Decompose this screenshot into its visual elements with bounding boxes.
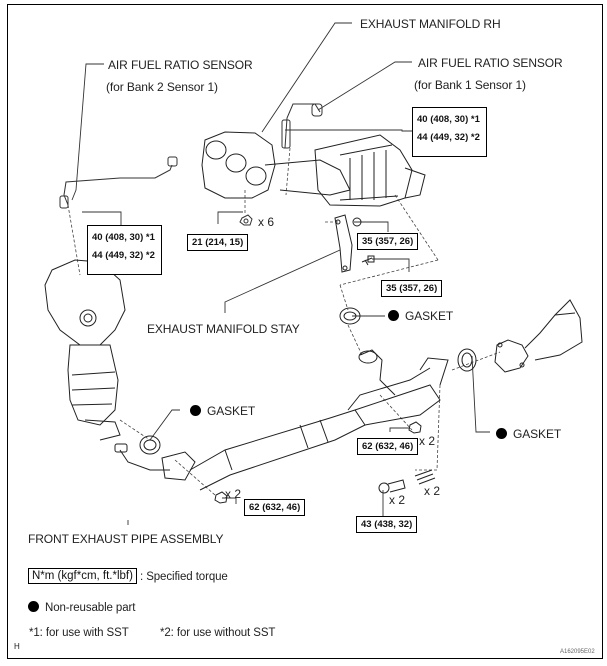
leader-gasket-right	[471, 355, 490, 433]
leader-bank1-sensor	[317, 61, 412, 111]
torque-box-pipe-nut-left: 62 (632, 46)	[244, 499, 306, 516]
torque-box-manifold-nut: 21 (214, 15)	[187, 234, 249, 251]
tail-pipe-shape	[494, 299, 583, 373]
label-exhaust-manifold-stay: EXHAUST MANIFOLD STAY	[147, 322, 300, 336]
label-af-sensor-bank1-sub: (for Bank 1 Sensor 1)	[414, 78, 526, 92]
gasket-left-shape	[139, 435, 161, 455]
corner-mark: H	[14, 642, 20, 651]
torque-box-stay-upper: 35 (357, 26)	[357, 233, 419, 250]
legend-non-reusable: Non-reusable part	[28, 601, 135, 614]
leader-bank2-torque	[82, 211, 122, 225]
label-af-sensor-bank2: AIR FUEL RATIO SENSOR	[108, 58, 253, 72]
torque-box-pipe-nut-right: 62 (632, 46)	[357, 438, 419, 455]
non-reusable-dot-icon	[388, 310, 399, 321]
leader-pipe-nut-right	[389, 427, 410, 432]
gasket-upper-text: GASKET	[405, 309, 454, 323]
label-gasket-upper: GASKET	[388, 309, 453, 323]
torque-value-no-sst: 44 (449, 32) *2	[417, 132, 480, 143]
torque-value-sst: 40 (408, 30) *1	[92, 232, 155, 243]
leader-lines	[71, 22, 490, 525]
af-sensor-bank1	[281, 103, 323, 149]
leader-manifold-rh	[261, 22, 352, 133]
label-front-exhaust-pipe: FRONT EXHAUST PIPE ASSEMBLY	[28, 532, 224, 546]
leader-manifold-nut	[217, 211, 243, 224]
gasket-left-text: GASKET	[207, 404, 256, 418]
qty-pipe-nut-left: x 2	[225, 487, 242, 501]
torque-box-bank2-sensor: 40 (408, 30) *1 44 (449, 32) *2	[87, 225, 162, 275]
qty-manifold-nut: x 6	[258, 215, 275, 229]
leader-gasket-left	[149, 409, 180, 441]
legend-torque-unit-box: N*m (kgf*cm, ft.*lbf)	[28, 568, 137, 584]
gasket-upper-shape	[339, 307, 361, 325]
gasket-right-text: GASKET	[513, 427, 562, 441]
leader-bank1-torque	[285, 129, 412, 132]
qty-spring: x 2	[424, 484, 441, 498]
label-gasket-right: GASKET	[496, 427, 561, 441]
label-gasket-left: GASKET	[190, 404, 255, 418]
torque-box-pipe-bolt: 43 (438, 32)	[356, 516, 418, 533]
gasket-right-shape	[457, 348, 477, 372]
manifold-nut	[239, 214, 253, 226]
label-af-sensor-bank2-sub: (for Bank 2 Sensor 1)	[106, 80, 218, 94]
figure-id: A162095E02	[560, 649, 595, 655]
exhaust-manifold-lh	[44, 259, 126, 441]
non-reusable-dot-icon	[496, 428, 507, 439]
torque-value-no-sst: 44 (449, 32) *2	[92, 250, 155, 261]
qty-pipe-nut-right: x 2	[419, 434, 436, 448]
leader-bank2-sensor	[71, 63, 104, 201]
label-af-sensor-bank1: AIR FUEL RATIO SENSOR	[418, 56, 563, 70]
torque-value-sst: 40 (408, 30) *1	[417, 114, 480, 125]
exhaust-manifold-rh	[201, 131, 351, 199]
diagram-frame	[7, 4, 603, 659]
leader-stay	[224, 249, 341, 313]
leader-stay-lower	[372, 258, 410, 272]
qty-bolt: x 2	[389, 493, 406, 507]
torque-box-stay-lower: 35 (357, 26)	[381, 280, 443, 297]
torque-box-bank1-sensor: 40 (408, 30) *1 44 (449, 32) *2	[412, 107, 487, 157]
catalytic-converter-rh	[314, 134, 426, 207]
leader-stay-upper	[354, 221, 389, 232]
pipe-fasteners	[214, 421, 436, 504]
front-exhaust-pipe-shape	[114, 349, 449, 491]
exhaust-manifold-stay	[334, 214, 375, 273]
non-reusable-dot-icon	[28, 601, 39, 612]
af-sensor-bank2	[59, 156, 178, 209]
non-reusable-dot-icon	[190, 405, 201, 416]
legend-note1: *1: for use with SST	[29, 627, 129, 639]
legend-non-reusable-text: Non-reusable part	[45, 602, 136, 614]
label-exhaust-manifold-rh: EXHAUST MANIFOLD RH	[360, 17, 501, 31]
legend-torque-desc: : Specified torque	[140, 571, 228, 583]
legend-note2: *2: for use without SST	[160, 627, 276, 639]
